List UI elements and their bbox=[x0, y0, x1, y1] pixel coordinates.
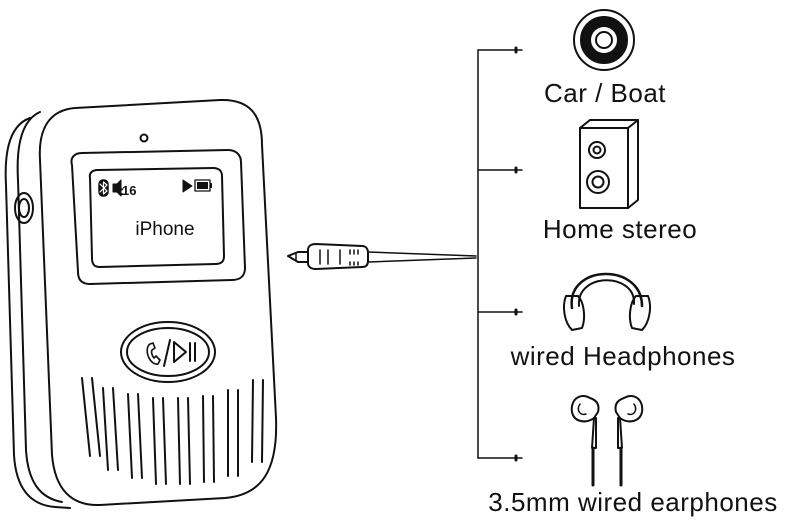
aux-cable bbox=[287, 243, 477, 270]
aux-plug-tip bbox=[287, 251, 309, 263]
microphone-hole bbox=[139, 133, 149, 143]
screen-bezel bbox=[70, 149, 246, 285]
headphones-icon bbox=[563, 272, 651, 331]
volume-level-text: 16 bbox=[122, 183, 136, 198]
grip-ridges bbox=[81, 377, 264, 485]
speaker-icon bbox=[573, 9, 635, 71]
screen-device-name: iPhone bbox=[135, 219, 194, 240]
output-label-wired-headphones: wired Headphones bbox=[510, 341, 736, 371]
call-play-pause-button bbox=[120, 321, 216, 383]
device-body bbox=[38, 98, 278, 507]
slash-divider bbox=[163, 339, 171, 367]
bluetooth-icon bbox=[98, 179, 109, 197]
output-label-home-stereo: Home stereo bbox=[542, 214, 698, 244]
screen-display bbox=[88, 167, 225, 268]
battery-icon bbox=[194, 179, 212, 192]
earphones-icon bbox=[570, 394, 644, 487]
output-connection-lines bbox=[477, 46, 523, 462]
play-status-icon bbox=[182, 179, 193, 193]
bluetooth-receiver-device: 16 : iPhone bbox=[4, 98, 278, 509]
stereo-speaker-icon bbox=[579, 119, 639, 209]
volume-icon bbox=[112, 179, 122, 197]
output-label-car-boat: Car / Boat bbox=[543, 78, 667, 108]
audio-jack-port bbox=[14, 192, 34, 224]
phone-icon bbox=[146, 342, 161, 365]
play-pause-icon bbox=[173, 341, 196, 363]
output-label-wired-earphones: 3.5mm wired earphones bbox=[488, 487, 778, 517]
aux-plug-body bbox=[307, 243, 369, 270]
volume-colon: : bbox=[120, 183, 124, 198]
